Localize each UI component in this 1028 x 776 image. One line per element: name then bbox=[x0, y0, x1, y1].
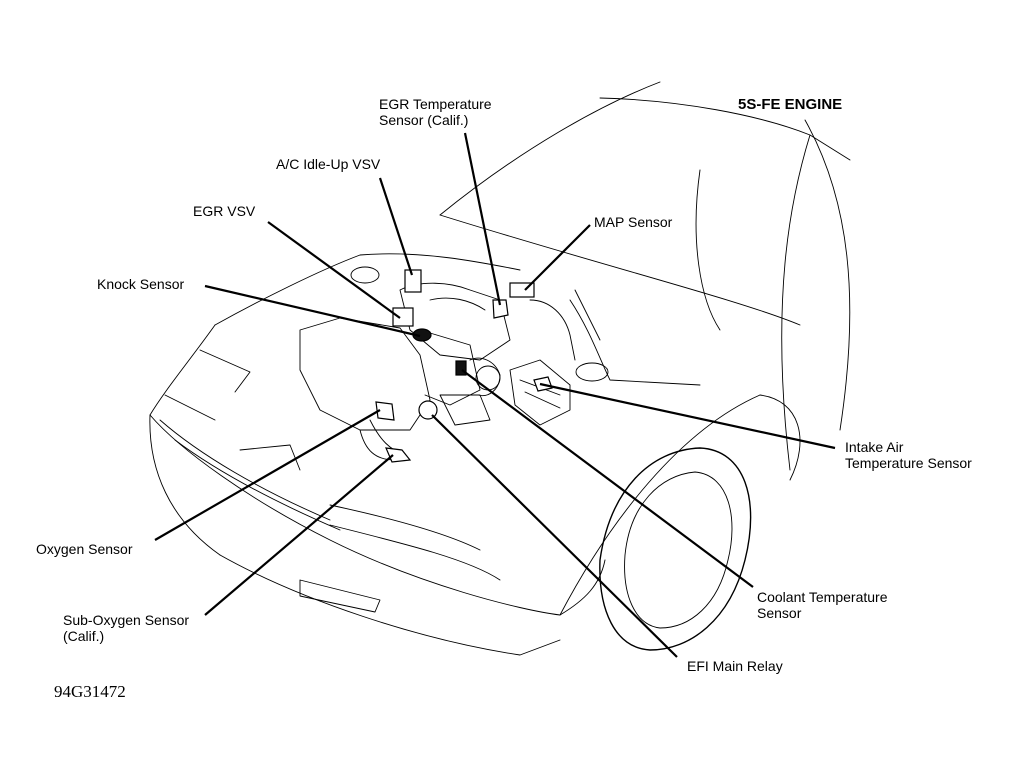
figure-code: 94G31472 bbox=[54, 682, 126, 701]
egr-temp-sensor-component bbox=[492, 299, 509, 319]
car-body-outline bbox=[149, 81, 851, 656]
label-efi-main-relay: EFI Main Relay bbox=[687, 658, 783, 674]
label-coolant-temp-sensor: Coolant Temperature Sensor bbox=[757, 589, 888, 621]
leader-map-sensor bbox=[524, 224, 591, 291]
leader-egr-temp-sensor bbox=[463, 132, 502, 306]
label-egr-vsv: EGR VSV bbox=[193, 203, 256, 219]
leader-egr-vsv bbox=[267, 221, 401, 319]
label-knock-sensor: Knock Sensor bbox=[97, 276, 185, 292]
leader-efi-main-relay bbox=[431, 414, 678, 658]
leader-ac-idle-up-vsv bbox=[378, 177, 414, 276]
label-ac-idle-up-vsv: A/C Idle-Up VSV bbox=[276, 156, 381, 172]
coolant-temp-sensor-component bbox=[455, 360, 467, 376]
label-map-sensor: MAP Sensor bbox=[594, 214, 673, 230]
ac-idle-up-vsv-component bbox=[404, 269, 422, 293]
label-egr-temp-sensor: EGR Temperature Sensor (Calif.) bbox=[379, 96, 492, 128]
label-intake-air-temp-sensor: Intake Air Temperature Sensor bbox=[845, 439, 972, 471]
label-sub-oxygen-sensor: Sub-Oxygen Sensor (Calif.) bbox=[63, 612, 190, 644]
leader-oxygen-sensor bbox=[154, 409, 381, 541]
label-oxygen-sensor: Oxygen Sensor bbox=[36, 541, 133, 557]
leader-coolant-temp-sensor bbox=[461, 369, 754, 588]
leader-knock-sensor bbox=[204, 284, 421, 338]
egr-vsv-component bbox=[392, 307, 414, 327]
leader-lines bbox=[154, 132, 836, 658]
leader-sub-oxygen-sensor bbox=[204, 454, 394, 616]
diagram-title: 5S-FE ENGINE bbox=[738, 96, 843, 113]
leader-intake-air-temp-sensor bbox=[539, 382, 836, 450]
